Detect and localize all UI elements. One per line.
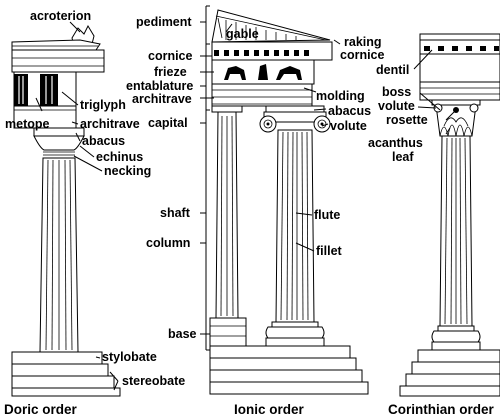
label-entablature: entablature [126,79,193,93]
corinthian-dentil-row [424,46,499,51]
triglyph-blocks [14,74,58,106]
ionic-bracket-lines [200,5,341,351]
ionic-cornice [211,41,333,61]
corinthian-leader-lines [413,49,455,135]
label-molding: molding [316,89,365,103]
label-acanthus: acanthus [368,136,423,150]
doric-stylobate [11,351,103,365]
corinthian-capital [431,99,481,137]
label-frieze: frieze [154,65,187,79]
acanthus-leaves [439,117,473,137]
ionic-base [209,317,325,347]
label-corinthian-volute: volute [378,99,415,113]
pediment-hatching [225,20,297,40]
label-echinus: echinus [96,150,143,164]
label-boss: boss [382,85,411,99]
label-column: column [146,236,190,250]
label-triglyph: triglyph [80,98,126,112]
corinthian-cornice [419,39,500,55]
label-raking: raking [344,35,382,49]
ionic-capital [259,105,331,133]
corinthian-flutes [444,137,468,325]
caption-corinthian-order: Corinthian order [388,402,494,417]
label-ionic-volute: volute [330,119,367,133]
caption-doric-order: Doric order [4,402,78,417]
label-doric-abacus: abacus [82,134,125,148]
label-flute: flute [314,208,340,222]
ionic-flutes [280,131,309,321]
doric-cornice [11,49,105,73]
caption-ionic-order: Ionic order [234,402,305,417]
label-capital: capital [148,116,188,130]
label-base: base [168,327,197,341]
label-acroterion: acroterion [30,9,91,23]
label-gable: gable [226,27,259,41]
label-fillet: fillet [316,244,343,258]
doric-flutes [45,159,73,351]
label-ionic-abacus: abacus [328,104,371,118]
label-stereobate: stereobate [122,374,185,388]
doric-order: acroterion triglyph metope architrave ab… [4,9,185,417]
ionic-order: pediment gable raking cornice cornice fr… [126,5,385,417]
ionic-dentil-row [214,50,309,56]
label-cornice: cornice [148,49,193,63]
label-doric-architrave: architrave [80,117,140,131]
ionic-architrave [211,83,313,107]
label-shaft: shaft [160,206,191,220]
corinthian-order: dentil boss volute rosette acanthus leaf… [368,33,500,417]
frieze-figures [224,64,302,80]
corinthian-volute-right [469,103,479,113]
doric-stereobate-step-2 [11,375,115,389]
doric-leader-lines [35,21,119,391]
corinthian-rosette [453,107,459,113]
doric-stereobate-step-3 [11,387,121,397]
doric-stereobate-step-1 [11,363,109,377]
label-pediment: pediment [136,15,192,29]
label-metope: metope [5,117,50,131]
ionic-pediment [211,9,331,43]
label-necking: necking [104,164,151,178]
label-ionic-architrave: architrave [132,92,192,106]
label-dentil: dentil [376,63,409,77]
doric-pediment-corner [11,39,101,51]
label-acanthus-leaf: leaf [392,150,414,164]
label-stylobate: stylobate [102,350,157,364]
label-rosette: rosette [386,113,428,127]
label-raking-cornice: cornice [340,48,385,62]
doric-echinus [33,135,85,151]
